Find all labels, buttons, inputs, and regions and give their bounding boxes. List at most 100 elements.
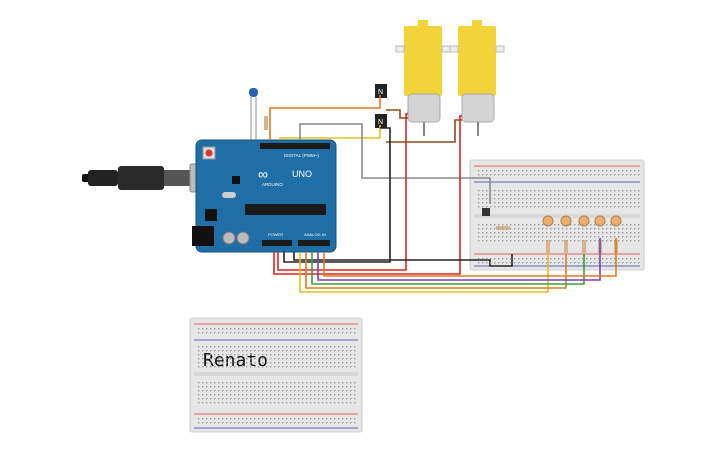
led[interactable] (249, 88, 258, 140)
breadboard-hole (346, 350, 348, 352)
breadboard-hole (558, 236, 560, 238)
breadboard-hole (234, 362, 236, 364)
breadboard-hole (634, 262, 636, 264)
breadboard-hole (274, 398, 276, 400)
transistor-1[interactable]: N (375, 84, 387, 98)
breadboard-hole (234, 422, 236, 424)
breadboard-hole (230, 398, 232, 400)
breadboard-hole (266, 328, 268, 330)
breadboard-hole (214, 394, 216, 396)
breadboard-hole (574, 190, 576, 192)
breadboard-hole (238, 346, 240, 348)
breadboard-hole (534, 190, 536, 192)
breadboard-hole (338, 382, 340, 384)
resistor[interactable] (564, 240, 568, 254)
breadboard-hole (330, 332, 332, 334)
breadboard-hole (538, 224, 540, 226)
power-jack[interactable] (192, 226, 214, 246)
breadboard-hole (578, 206, 580, 208)
breadboard-hole (338, 402, 340, 404)
breadboard-hole (622, 258, 624, 260)
breadboard-hole (530, 170, 532, 172)
breadboard-hole (538, 240, 540, 242)
breadboard-hole (222, 332, 224, 334)
breadboard-hole (550, 170, 552, 172)
breadboard-hole (326, 332, 328, 334)
photoresistor[interactable] (594, 215, 606, 227)
resistor[interactable] (546, 240, 550, 254)
breadboard-hole (490, 202, 492, 204)
photoresistor[interactable] (542, 215, 554, 227)
breadboard-hole (342, 398, 344, 400)
breadboard-hole (206, 350, 208, 352)
breadboard-hole (562, 228, 564, 230)
breadboard-hole (298, 366, 300, 368)
breadboard-hole (338, 390, 340, 392)
breadboard-hole (214, 402, 216, 404)
breadboard-hole (566, 206, 568, 208)
breadboard-hole (582, 206, 584, 208)
breadboard-hole (270, 398, 272, 400)
breadboard-hole (638, 262, 640, 264)
breadboard-hole (482, 194, 484, 196)
breadboard-hole (494, 198, 496, 200)
arduino-board[interactable]: DIGITAL (PWM~) ∞ UNO ARDUINO POWER ANALO… (192, 139, 337, 253)
reset-button-cap[interactable] (205, 149, 213, 157)
breadboard-hole (210, 346, 212, 348)
breadboard-hole (350, 422, 352, 424)
breadboard-hole (498, 206, 500, 208)
photoresistor[interactable] (610, 215, 622, 227)
breadboard-hole (554, 224, 556, 226)
breadboard-hole (578, 174, 580, 176)
breadboard-hole (258, 382, 260, 384)
breadboard-hole (598, 206, 600, 208)
breadboard-hole (306, 418, 308, 420)
breadboard-hole (242, 346, 244, 348)
breadboard-hole (306, 386, 308, 388)
breadboard-hole (626, 232, 628, 234)
dc-motor-1[interactable] (395, 20, 451, 136)
breadboard-hole (298, 418, 300, 420)
breadboard-hole (498, 228, 500, 230)
breadboard-hole (262, 398, 264, 400)
breadboard-hole (586, 190, 588, 192)
breadboard-hole (246, 382, 248, 384)
breadboard-hole (514, 194, 516, 196)
breadboard-hole (614, 174, 616, 176)
crystal (222, 192, 236, 198)
resistor[interactable] (582, 240, 586, 254)
breadboard-hole (322, 402, 324, 404)
breadboard-hole (310, 328, 312, 330)
transistor-2[interactable]: N (375, 114, 387, 128)
breadboard-hole (538, 236, 540, 238)
small-chip (205, 209, 217, 221)
breadboard-hole (282, 346, 284, 348)
breadboard-hole (586, 232, 588, 234)
photoresistor[interactable] (578, 215, 590, 227)
breadboard-hole (630, 170, 632, 172)
breadboard-secondary[interactable] (189, 317, 363, 433)
breadboard-hole (498, 262, 500, 264)
breadboard-hole (266, 354, 268, 356)
breadboard-hole (570, 170, 572, 172)
breadboard-hole (310, 394, 312, 396)
breadboard-hole (514, 240, 516, 242)
breadboard-hole (226, 402, 228, 404)
breadboard-hole (482, 224, 484, 226)
breadboard-hole (550, 174, 552, 176)
breadboard-hole (214, 328, 216, 330)
breadboard-hole (206, 390, 208, 392)
pushbutton[interactable] (482, 208, 490, 216)
breadboard-hole (330, 398, 332, 400)
resistor[interactable] (264, 116, 268, 130)
breadboard-hole (206, 328, 208, 330)
breadboard-hole (274, 354, 276, 356)
breadboard-hole (510, 228, 512, 230)
photoresistor[interactable] (560, 215, 572, 227)
breadboard-hole (526, 206, 528, 208)
breadboard-hole (530, 194, 532, 196)
breadboard-hole (490, 262, 492, 264)
dc-motor-2[interactable] (449, 20, 505, 136)
transistor-1-label: N (378, 89, 383, 96)
